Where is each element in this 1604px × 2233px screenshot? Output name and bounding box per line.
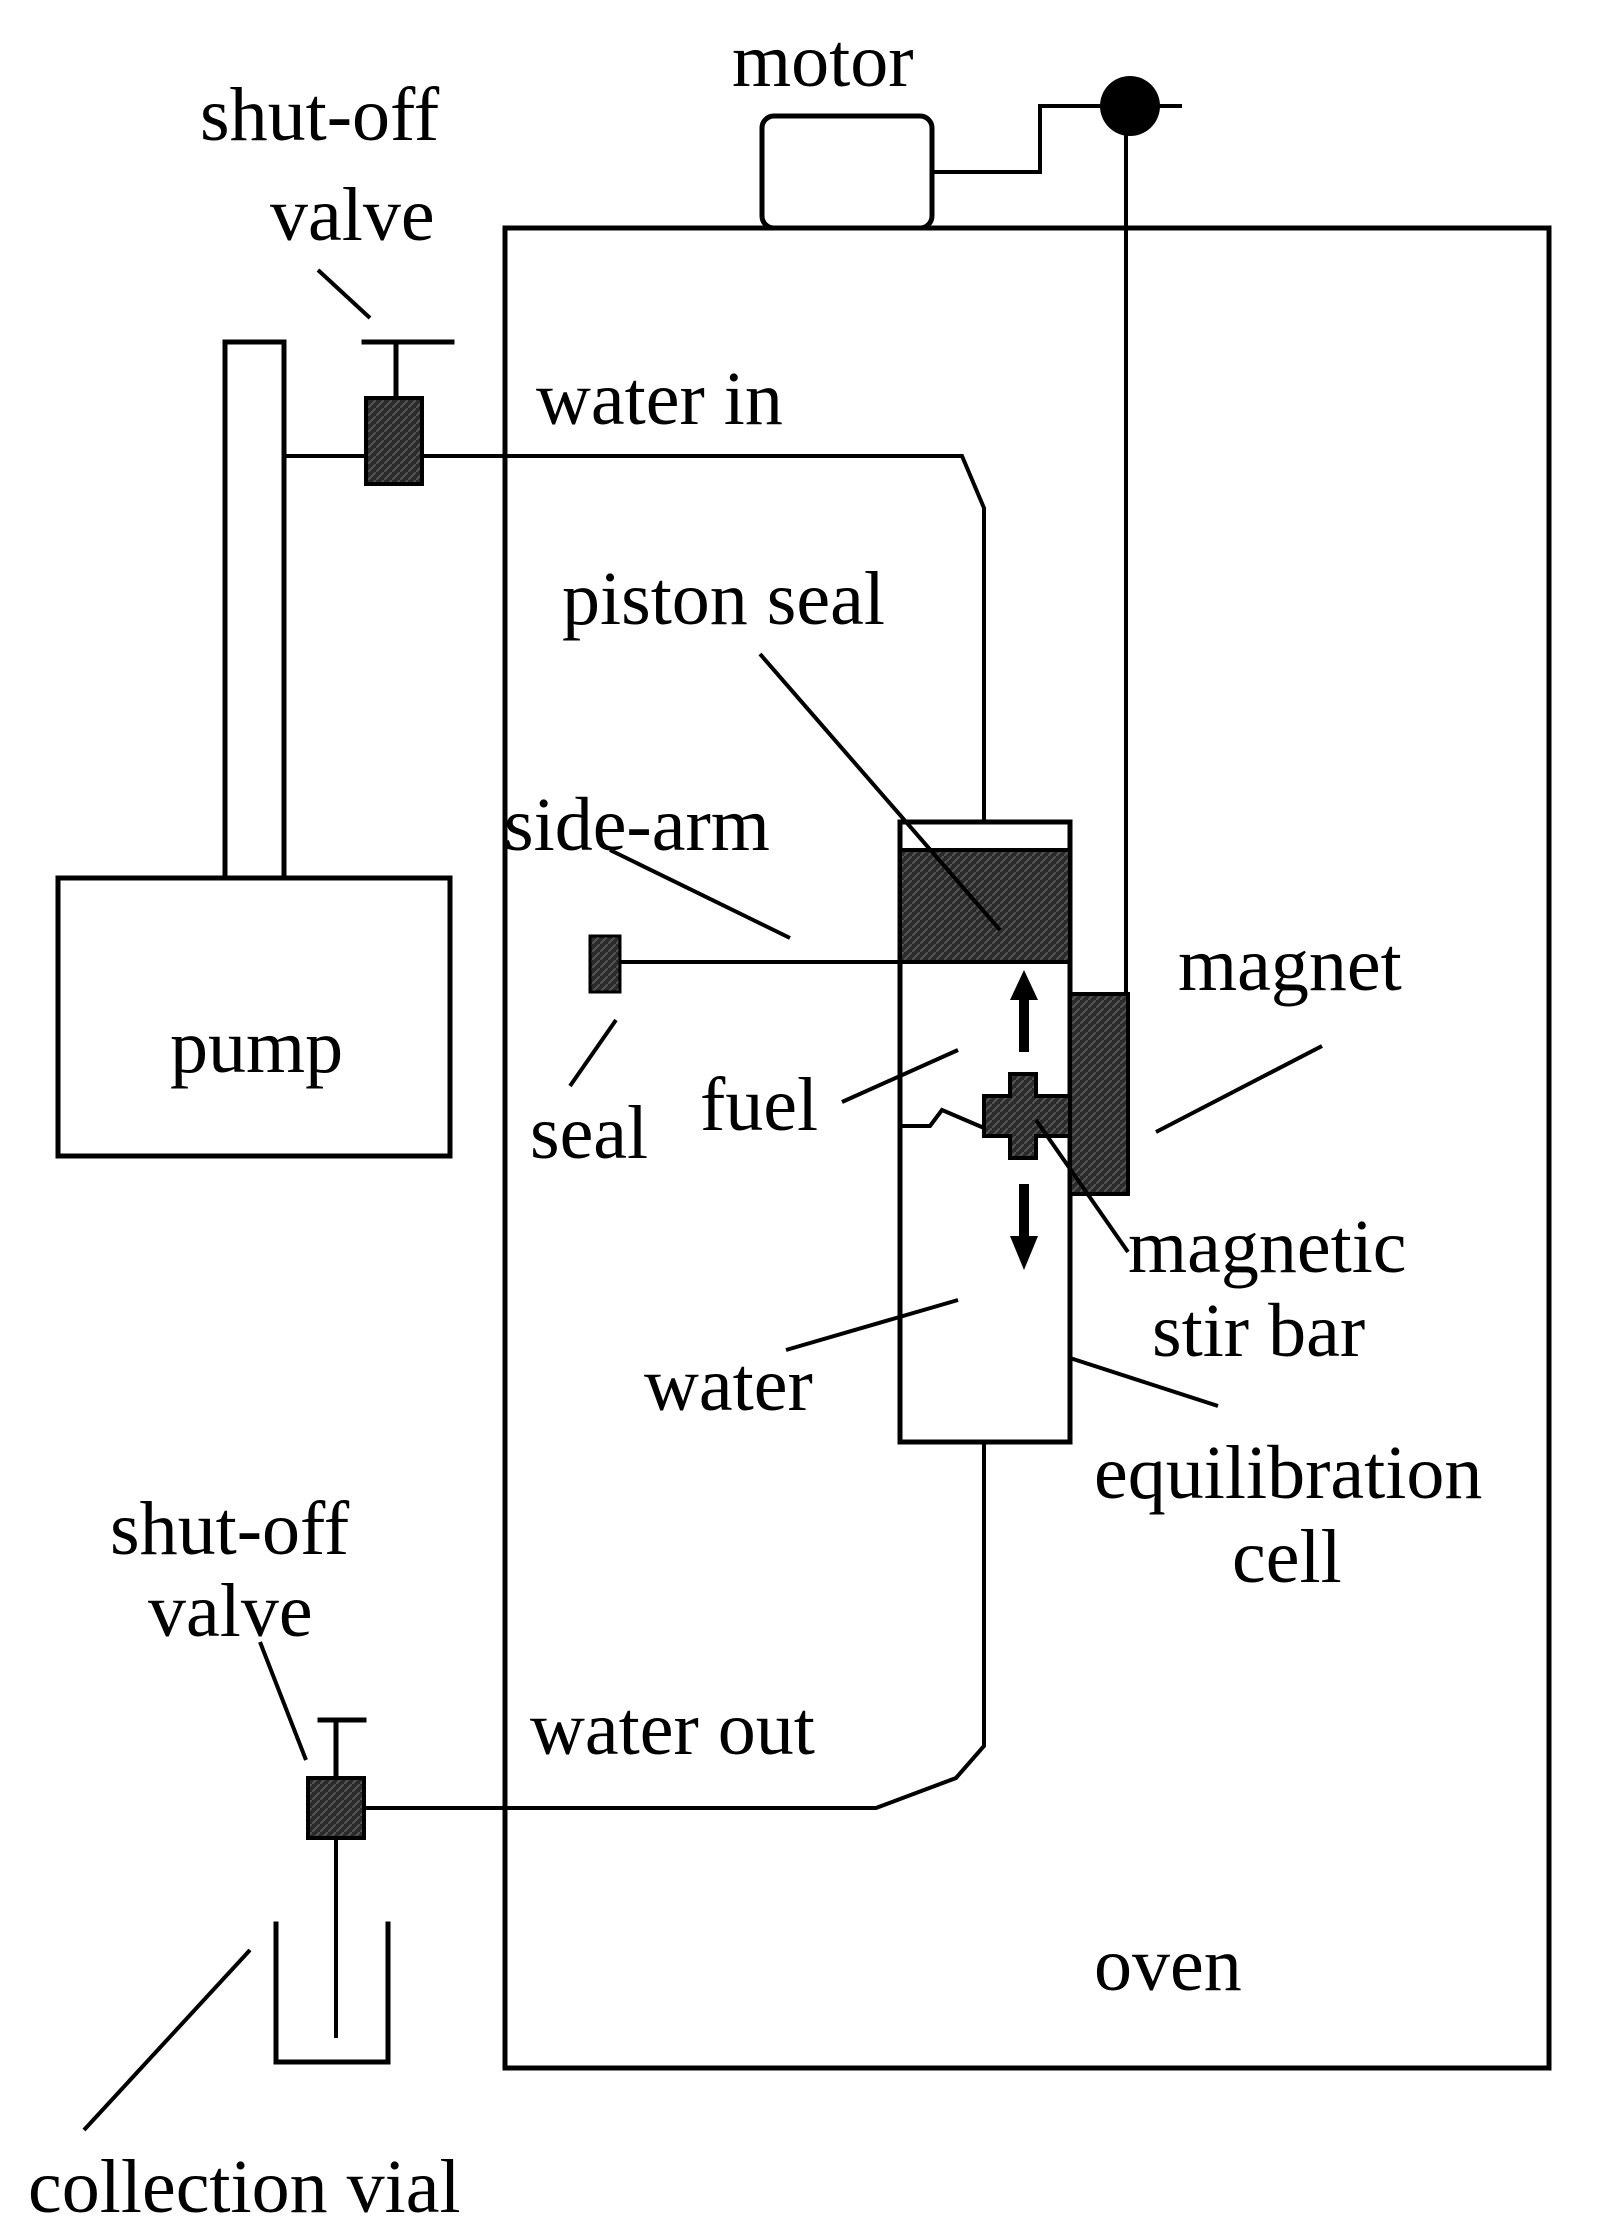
label-shutoff-top-2: valve xyxy=(270,173,435,257)
oven-box xyxy=(502,225,1552,2071)
label-collection-vial: collection vial xyxy=(28,2145,461,2229)
stir-bar-leader xyxy=(1034,1118,1130,1254)
seal-leader xyxy=(568,1018,618,1088)
label-magnet: magnet xyxy=(1178,923,1402,1007)
arrow-down-head xyxy=(1010,1236,1038,1270)
label-motor: motor xyxy=(732,19,914,103)
water-out-pipe xyxy=(364,1442,986,1810)
pump-box xyxy=(55,875,453,1159)
collection-vial-leader xyxy=(82,1948,252,2132)
pump-outlet-pipe xyxy=(222,339,287,881)
bottom-valve-body xyxy=(306,1776,366,1840)
label-water-out: water out xyxy=(530,1687,815,1771)
label-piston-seal: piston seal xyxy=(562,557,885,641)
motor-box xyxy=(759,113,935,231)
magnet-block xyxy=(1068,992,1130,1196)
top-valve-body xyxy=(364,396,424,486)
label-cell: cell xyxy=(1232,1515,1342,1599)
label-seal: seal xyxy=(530,1091,648,1175)
label-shutoff-bottom-2: valve xyxy=(148,1569,313,1653)
side-arm-seal xyxy=(588,934,622,994)
motor-pulley xyxy=(1100,76,1160,136)
water-leader xyxy=(785,1298,959,1352)
top-valve-leader xyxy=(316,268,372,320)
label-magnetic: magnetic xyxy=(1128,1205,1407,1289)
label-pump: pump xyxy=(170,1005,343,1089)
label-fuel: fuel xyxy=(700,1063,818,1147)
label-side-arm: side-arm xyxy=(504,783,770,867)
label-shutoff-top-1: shut-off xyxy=(200,73,440,157)
label-equilibration: equilibration xyxy=(1094,1431,1482,1515)
label-water: water xyxy=(644,1343,813,1427)
arrow-up-head xyxy=(1010,970,1038,1000)
collection-vial xyxy=(273,1921,391,2065)
label-stir-bar: stir bar xyxy=(1152,1289,1365,1373)
side-arm-leader xyxy=(609,848,791,940)
magnet-leader xyxy=(1155,1044,1323,1134)
stir-bar xyxy=(982,1072,1072,1160)
bottom-valve-leader xyxy=(258,1641,308,1761)
piston-seal-leader xyxy=(758,652,1002,932)
label-oven: oven xyxy=(1094,1923,1242,2007)
fuel-water-interface xyxy=(900,1107,985,1130)
cell-leader xyxy=(1069,1356,1219,1408)
fuel-leader xyxy=(841,1048,959,1104)
water-in-pipe xyxy=(284,454,986,820)
label-water-in: water in xyxy=(536,357,783,441)
piston-seal-block xyxy=(898,848,1072,964)
label-shutoff-bottom-1: shut-off xyxy=(110,1487,350,1571)
